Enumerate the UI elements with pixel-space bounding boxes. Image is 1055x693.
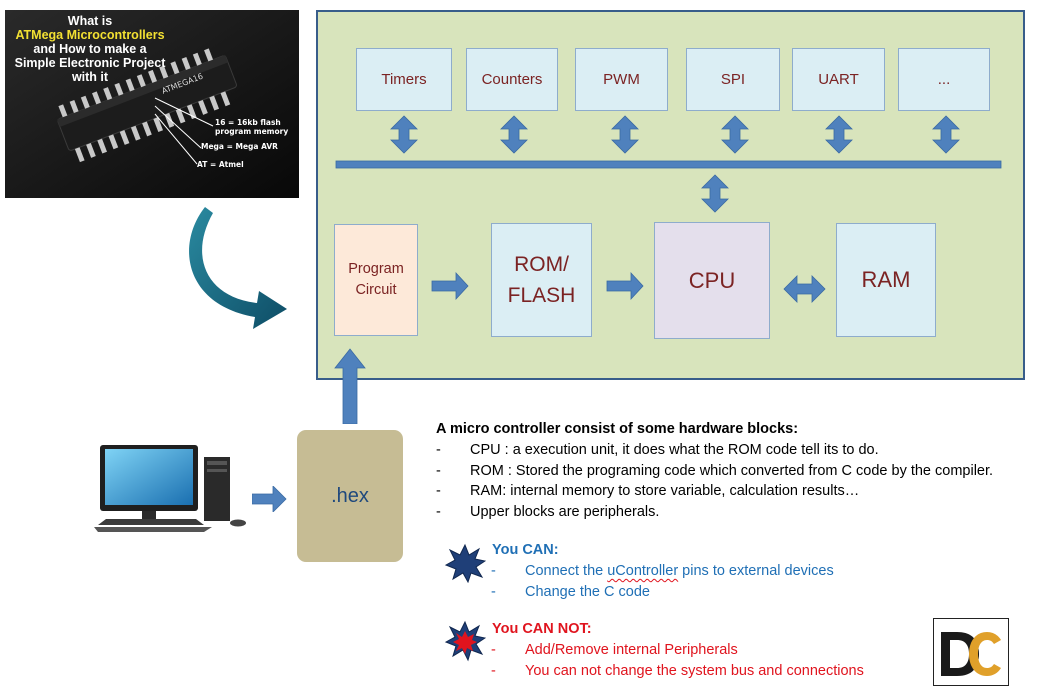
bullet: - [491,662,496,679]
spellcheck-word: uController [607,563,679,579]
right-arrow-icon [431,271,469,301]
photo-title: What is ATMega Microcontrollers and How … [11,14,169,84]
cannot-section: You CAN NOT: - Add/Remove internal Perip… [491,619,864,682]
right-arrow-icon [606,271,644,301]
annotation-line: 16 = 16kb flash [215,118,281,127]
ram-block: RAM [836,223,936,337]
notes-section: A micro controller consist of some hardw… [436,418,993,522]
list-item: - Change the C code [491,582,834,603]
photo-title-line: and How to make a [33,42,147,56]
cannot-item-1: Add/Remove internal Peripherals [525,642,738,658]
double-arrow-icon [500,115,528,154]
double-arrow-icon [611,115,639,154]
bus-arrows [335,115,1002,303]
note-cpu: CPU : a execution unit, it does what the… [470,442,879,458]
can-section: You CAN: - Connect the uController pins … [491,540,834,603]
cannot-heading: You CAN NOT: [492,621,592,637]
list-item: - You can not change the system bus and … [491,661,864,682]
program-circuit-label: Circuit [355,282,397,298]
double-arrow-icon [825,115,853,154]
list-item: - Add/Remove internal Peripherals [491,640,864,661]
double-arrow-icon [721,115,749,154]
list-item: - ROM : Stored the programing code which … [436,461,993,482]
burst-red-icon [444,620,486,662]
annotation-mega: Mega = Mega AVR [201,142,278,151]
right-arrow-icon [252,486,287,512]
dc-logo: DC [933,618,1009,686]
peripheral-timers: Timers [356,48,452,111]
double-arrow-horizontal-icon [783,275,826,303]
peripheral-counters: Counters [466,48,558,111]
bullet: - [436,503,441,520]
photo-title-line: with it [71,70,109,84]
photo-title-highlight: ATMega Microcontrollers [15,28,165,42]
bullet: - [436,462,441,479]
program-circuit-label: Program [348,261,404,277]
list-item: - RAM: internal memory to store variable,… [436,481,993,502]
note-ram: RAM: internal memory to store variable, … [470,483,860,499]
peripheral-uart: UART [792,48,885,111]
microcontroller-block: Timers Counters PWM SPI UART ... Pro [316,10,1025,380]
rom-label: ROM/ [514,253,569,276]
list-item: - Connect the uController pins to extern… [491,561,834,582]
can-item-2: Change the C code [525,583,650,600]
peripheral-more: ... [898,48,990,111]
notes-heading: A micro controller consist of some hardw… [436,421,799,437]
annotation-flash: 16 = 16kb flash program memory [215,118,288,136]
rom-flash-block: ROM/ FLASH [491,223,592,337]
list-item: - Upper blocks are peripherals. [436,502,993,523]
system-bus [335,160,1002,169]
cpu-block: CPU [654,222,770,339]
double-arrow-icon [390,115,418,154]
hex-file-block: .hex [297,430,403,562]
computer-icon [94,445,246,532]
chip-illustration: ATMEGA16 [5,10,299,198]
double-arrow-icon [932,115,960,154]
can-item-1: Connect the uController pins to external… [525,561,834,582]
bullet: - [491,583,496,600]
bullet: - [436,483,441,499]
can-heading: You CAN: [492,542,559,558]
burst-icon [444,543,486,583]
curved-arrow-icon [189,207,287,329]
atmega-photo: ATMEGA16 What is ATMega Microcontrollers… [5,10,299,198]
flash-label: FLASH [507,284,576,307]
double-arrow-icon [701,174,729,213]
peripheral-spi: SPI [686,48,780,111]
photo-title-line: Simple Electronic Project [14,56,166,70]
note-peripherals: Upper blocks are peripherals. [470,503,660,520]
peripheral-pwm: PWM [575,48,668,111]
program-circuit-block: Program Circuit [334,224,418,336]
bullet: - [436,442,441,458]
bullet: - [491,642,496,658]
annotation-atmel: AT = Atmel [197,160,244,169]
can-item-text: Connect the [525,563,608,579]
can-item-text: pins to external devices [678,563,834,579]
logo-text: DC [971,683,973,685]
photo-title-line: What is [67,14,113,28]
note-rom: ROM : Stored the programing code which c… [470,462,994,479]
bullet: - [491,563,496,579]
up-arrow-icon [334,348,366,424]
list-item: - CPU : a execution unit, it does what th… [436,440,993,461]
annotation-line: program memory [215,127,289,136]
cannot-item-2: You can not change the system bus and co… [525,662,864,679]
